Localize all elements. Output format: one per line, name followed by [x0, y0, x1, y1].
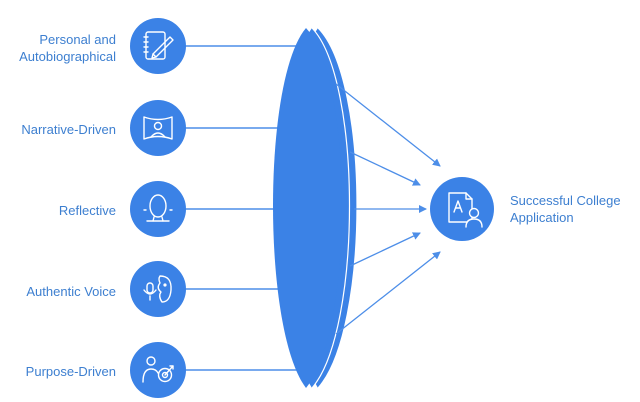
output-circle: [430, 177, 494, 241]
input-label-purpose-driven: Purpose-Driven: [0, 363, 116, 380]
input-node-5: [130, 342, 186, 398]
output-arrow-2: [349, 151, 421, 186]
lens-front: [273, 28, 342, 388]
input-label-4-line-1: Authentic Voice: [26, 284, 116, 299]
input-label-personal-and-autobiographical: Personal and Autobiographical: [0, 31, 116, 65]
notebook-pen-icon: [143, 31, 174, 60]
input-label-authentic-voice: Authentic Voice: [0, 283, 116, 300]
input-label-reflective: Reflective: [0, 202, 116, 219]
mirror-icon: [143, 194, 173, 222]
input-circle-3: [130, 181, 186, 237]
input-circle-1: [130, 18, 186, 74]
output-label-line-1: Successful College: [510, 193, 621, 208]
output-arrow-5: [335, 251, 441, 335]
input-label-2-line-1: Narrative-Driven: [21, 122, 116, 137]
input-node-4: [130, 261, 186, 317]
lens-shape: [273, 27, 358, 389]
story-screen-icon: [143, 116, 173, 140]
output-arrow-4: [349, 232, 421, 267]
output-arrow-1: [335, 83, 441, 167]
input-label-narrative-driven: Narrative-Driven: [0, 121, 116, 138]
lens-rim-middle: [311, 27, 351, 389]
input-node-2: [130, 100, 186, 156]
output-label-successful-college-application: Successful College Application: [510, 192, 635, 226]
input-circle-2: [130, 100, 186, 156]
output-arrows: [335, 83, 441, 335]
output-label-line-2: Application: [510, 210, 574, 225]
input-node-1: [130, 18, 186, 74]
input-node-3: [130, 181, 186, 237]
input-label-3-line-1: Reflective: [58, 203, 116, 218]
voice-face-icon: [143, 275, 172, 303]
input-circle-5: [130, 342, 186, 398]
output-node: [430, 177, 494, 241]
lens-rim-back: [317, 27, 358, 389]
input-label-1-line-1: Personal and: [39, 32, 116, 47]
person-target-icon: [142, 356, 174, 383]
input-label-5-line-1: Purpose-Driven: [25, 364, 116, 379]
input-label-1-line-2: Autobiographical: [19, 49, 116, 64]
application-document-icon: [448, 192, 483, 228]
input-connectors: [185, 45, 305, 371]
